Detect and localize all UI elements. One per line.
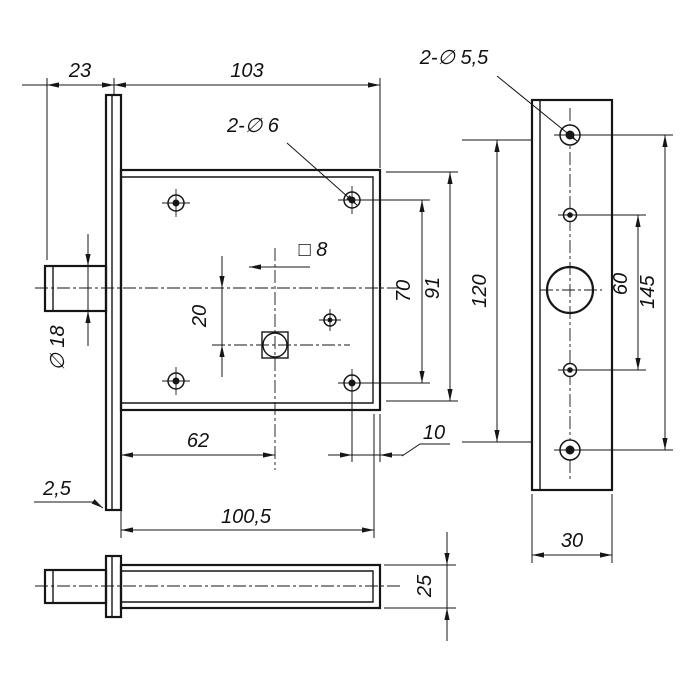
dim-103: 103 — [114, 60, 381, 168]
dim-23: 23 — [22, 60, 115, 260]
screw-hole-top-left — [162, 189, 190, 217]
faceplate-bottom — [104, 554, 123, 619]
small-hole — [319, 309, 341, 331]
screw-hole-bottom-right — [338, 369, 366, 397]
bottom-view — [43, 554, 382, 619]
dim-label-103: 103 — [230, 60, 263, 82]
lock-case-bottom-inner-edge — [121, 570, 374, 603]
centerlines — [35, 108, 602, 587]
dim-20: 20 — [189, 256, 225, 377]
dimensions: 23 103 2-∅ 5,5 2-∅ 6 ∅ 18 □ 8 — [22, 47, 673, 641]
dim-25: 25 — [384, 532, 456, 641]
front-view — [43, 93, 382, 512]
callout-2-holes-6: 2-∅ 6 — [226, 115, 358, 206]
faceplate-side — [530, 98, 614, 492]
callout-label-square-8: □ 8 — [299, 239, 328, 261]
dim-label-91: 91 — [422, 277, 444, 299]
dim-dia-18: ∅ 18 — [47, 234, 91, 371]
dim-145: 145 — [583, 134, 673, 451]
faceplate-hole-lower — [558, 362, 582, 378]
dim-label-25: 25 — [414, 574, 436, 598]
dim-label-23: 23 — [68, 60, 91, 82]
dim-100-5: 100,5 — [121, 414, 375, 538]
bolt-hole — [545, 265, 595, 315]
screw-hole-bottom-left — [162, 367, 190, 395]
dim-label-120: 120 — [469, 274, 491, 307]
callout-square-8: □ 8 — [249, 239, 328, 270]
dim-60: 60 — [580, 214, 646, 371]
dim-70: 70 — [362, 199, 430, 384]
callout-label-2-holes-5-5: 2-∅ 5,5 — [419, 47, 489, 69]
dim-label-100-5: 100,5 — [221, 506, 272, 528]
dim-label-dia-18: ∅ 18 — [47, 325, 69, 370]
dim-2-5: 2,5 — [34, 478, 104, 509]
dim-30: 30 — [531, 494, 613, 563]
side-view — [530, 98, 614, 492]
dim-10: 10 — [328, 392, 450, 462]
dim-91: 91 — [386, 171, 458, 402]
dim-label-70: 70 — [393, 280, 415, 302]
dim-120: 120 — [462, 139, 532, 443]
dim-label-2-5: 2,5 — [42, 478, 72, 500]
lock-case-inner-edge — [121, 176, 374, 404]
dim-62: 62 — [120, 414, 275, 538]
bolt-front — [43, 264, 108, 313]
callout-2-holes-5-5: 2-∅ 5,5 — [419, 47, 578, 142]
lock-case-bottom — [119, 563, 382, 610]
bolt-bottom — [43, 568, 108, 605]
dim-label-145: 145 — [637, 274, 659, 308]
lock-case-front — [119, 168, 382, 412]
spindle-square-hole — [261, 331, 289, 359]
dim-label-10: 10 — [423, 422, 445, 444]
dim-label-62: 62 — [187, 430, 209, 452]
dim-label-20: 20 — [189, 305, 211, 328]
dim-label-30: 30 — [561, 530, 583, 552]
dim-label-60: 60 — [610, 273, 632, 295]
faceplate-screw-hole-bottom — [554, 439, 586, 461]
faceplate-front — [104, 93, 123, 512]
faceplate-hole-upper — [558, 207, 582, 223]
callout-label-2-holes-6: 2-∅ 6 — [226, 115, 280, 137]
